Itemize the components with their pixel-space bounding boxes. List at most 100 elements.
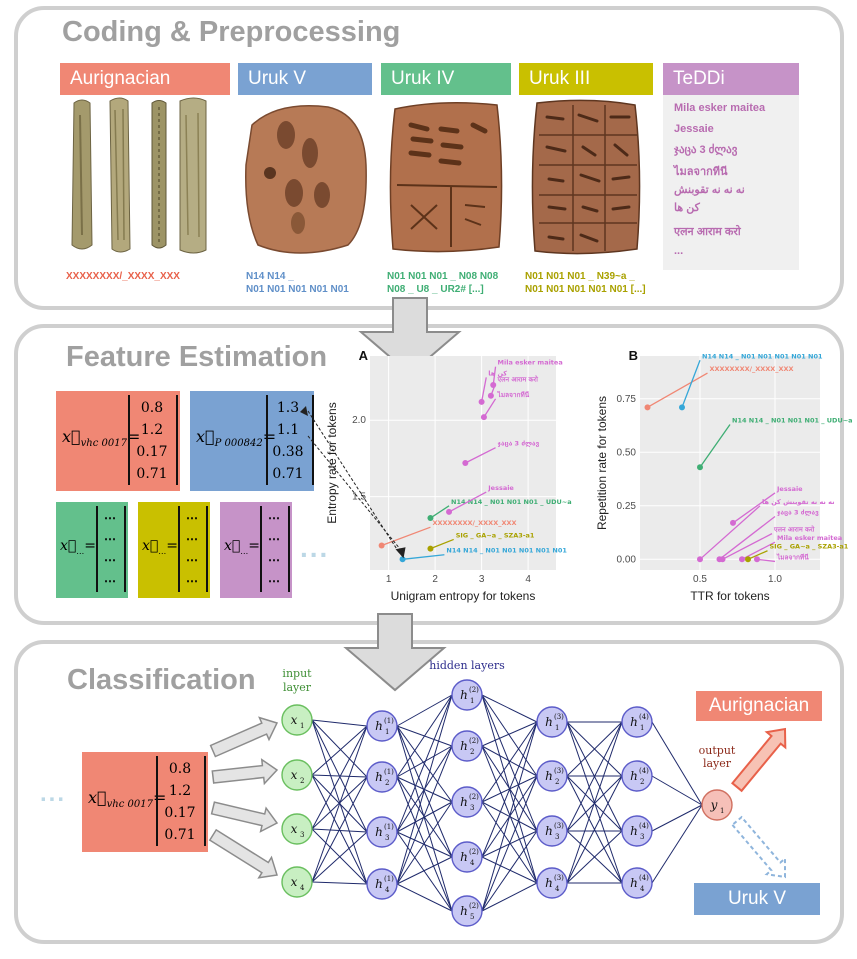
vector-value: ⋯: [268, 553, 280, 567]
node-circle: [281, 704, 313, 736]
node-label: h: [460, 795, 468, 809]
node-superscript: (2): [469, 902, 479, 910]
node-subscript: 2: [640, 778, 644, 786]
node-superscript: (1): [384, 823, 394, 831]
network-edge: [396, 694, 453, 833]
network-edge: [566, 830, 623, 884]
feature-vector-teddi: x⃗…= ⋯⋯⋯⋯: [220, 502, 292, 598]
data-label: Mila esker maitea: [498, 359, 563, 367]
data-point-leader: [722, 533, 773, 560]
x-tick-label: 1.0: [768, 574, 782, 585]
node-label: h: [460, 739, 468, 753]
node-circle: [701, 789, 733, 821]
feature-vector-aurignacian: x⃗vhc 0017= 0.8 1.2 0.17 0.71: [56, 391, 180, 491]
y-axis-title: Entropy rate for tokens: [325, 402, 339, 523]
uruk-iv-tablet-image: [381, 95, 511, 259]
uruk-v-caption: N14 N14 _ N01 N01 N01 N01 N01: [246, 270, 349, 296]
panel-label: A: [359, 348, 369, 363]
caption-line: N01 N01 N01 _ N08 N08: [387, 271, 499, 282]
network-edge: [311, 776, 368, 883]
vector-bracket: [178, 506, 208, 592]
equals-sign: =: [166, 538, 179, 554]
node-label: h: [545, 876, 553, 890]
data-label: XXXXXXXX/_XXXX_XXX: [432, 519, 516, 527]
data-point: [427, 515, 434, 522]
data-point-leader: [719, 515, 776, 560]
data-label: XXXXXXXX/_XXXX_XXX: [710, 365, 794, 373]
feature-vector-uruk-iv: x⃗…= ⋯⋯⋯⋯: [56, 502, 128, 598]
data-label: SIG _ GA~a _ SZA3-a1: [456, 531, 535, 539]
vector-bracket: [96, 506, 126, 592]
vector-bracket: [128, 395, 178, 485]
arrow-head: [300, 406, 308, 416]
node-subscript: 1: [385, 728, 389, 736]
network-edge: [566, 721, 623, 777]
network-edge: [396, 725, 453, 858]
node-subscript: 1: [640, 724, 644, 732]
data-point-leader: [647, 372, 708, 408]
node-circle: [536, 815, 568, 847]
node-circle: [621, 867, 653, 899]
output-class-aurignacian: Aurignacian: [696, 691, 822, 721]
node-subscript: 1: [720, 807, 724, 815]
vector-value: ⋯: [268, 532, 280, 546]
network-edge: [311, 719, 368, 885]
network-edge: [651, 804, 703, 884]
node-label: x: [291, 768, 298, 782]
network-edge: [396, 856, 453, 885]
vector-value: 1.2: [168, 783, 192, 799]
node-label: h: [375, 877, 383, 891]
network-edge: [481, 882, 538, 912]
network-edge: [311, 719, 368, 778]
data-point: [446, 508, 453, 515]
node-label: h: [375, 825, 383, 839]
network-edge: [396, 831, 453, 858]
panel-label: B: [629, 348, 638, 363]
node-label: h: [460, 850, 468, 864]
caption-line: N01 N01 N01 N01 N01 [...]: [525, 284, 646, 295]
node-label: x: [291, 713, 298, 727]
node-circle: [451, 730, 483, 762]
network-edge: [481, 721, 538, 803]
network-edge: [566, 775, 623, 884]
network-edge: [651, 804, 703, 832]
caption-line: XXXXXXXX/_XXXX_XXX: [66, 271, 180, 282]
data-point: [679, 404, 685, 411]
network-edge: [396, 694, 453, 885]
corpus-header-aurignacian: Aurignacian: [60, 63, 230, 95]
output-layer-label: layer: [703, 757, 732, 770]
data-point-leader: [430, 538, 454, 550]
vector-value: ⋯: [268, 574, 280, 588]
node-label: h: [460, 904, 468, 918]
vector-bracket: [260, 506, 290, 592]
node-circle: [451, 895, 483, 927]
network-edge: [311, 719, 368, 727]
network-edge: [481, 745, 538, 884]
y-tick-label: 2.0: [352, 415, 366, 426]
teddi-line-4: ไมลจากทีนี: [674, 166, 728, 178]
network-edge: [396, 694, 453, 778]
network-edge: [311, 725, 368, 830]
data-label: N14 N14 _ N01 N01 N01 N01 N01: [702, 352, 823, 360]
network-edge: [396, 745, 453, 885]
data-label: ჯაცა 3 ძლავ: [498, 440, 540, 448]
node-subscript: 5: [470, 913, 474, 921]
teddi-line-1: Mila esker maitea: [674, 102, 766, 114]
node-label: h: [545, 715, 553, 729]
uruk-iv-caption: N01 N01 N01 _ N08 N08 N08 _ U8 _ UR2# [.…: [387, 270, 498, 296]
data-point-leader: [492, 366, 497, 386]
network-edge: [651, 775, 703, 806]
x-tick-label: 0.5: [693, 574, 707, 585]
data-point: [754, 556, 760, 563]
corpus-header-uruk-iv: Uruk IV: [381, 63, 511, 95]
vector-subscript: vhc 0017: [80, 438, 127, 450]
